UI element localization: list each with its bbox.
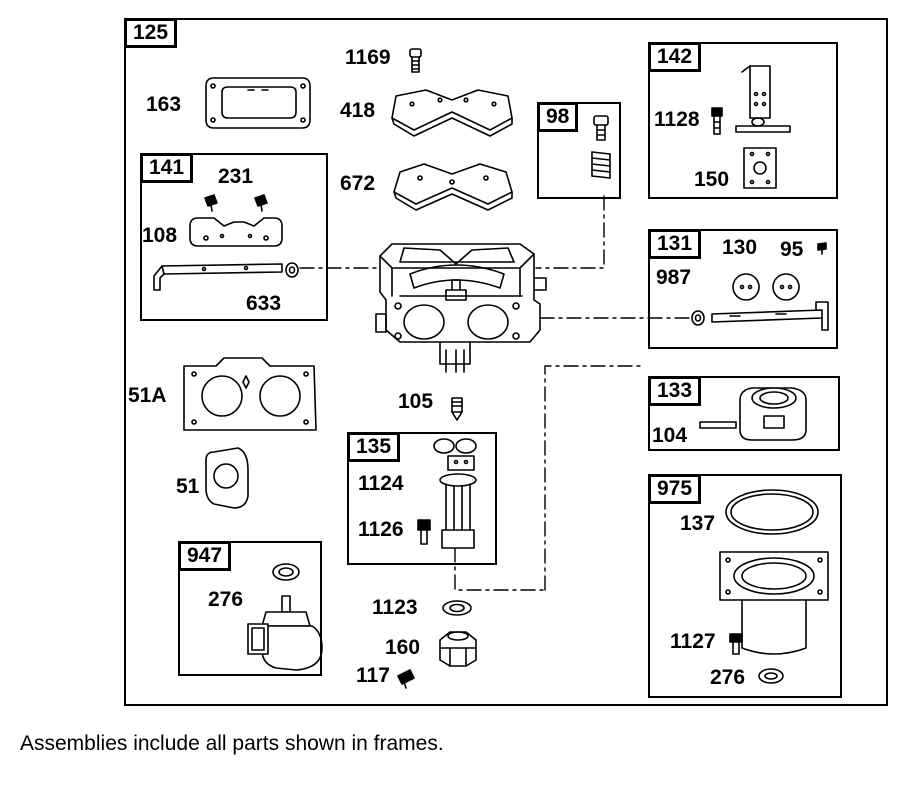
frame-141-number: 141 xyxy=(140,153,194,183)
float-1124-icon xyxy=(433,438,477,471)
part-label-1123: 1123 xyxy=(372,596,418,619)
part-label-1124: 1124 xyxy=(358,472,404,495)
part-label-51: 51 xyxy=(176,475,200,498)
needle-105-icon xyxy=(451,397,463,421)
plate-108-icon xyxy=(189,217,283,247)
carburetor-body-icon xyxy=(375,243,547,373)
frame-133-number: 133 xyxy=(648,376,702,406)
part-label-95: 95 xyxy=(780,238,804,261)
bowl-nut-160-icon xyxy=(439,631,477,667)
shaft-141-icon xyxy=(153,263,283,291)
frame-125-number: 125 xyxy=(124,18,178,48)
part-label-137: 137 xyxy=(680,512,716,535)
part-label-160: 160 xyxy=(385,636,421,659)
leader-lines xyxy=(299,195,691,591)
screw-1169-icon xyxy=(409,48,422,73)
screw-1127-icon xyxy=(729,633,743,655)
part-label-276-solenoid: 276 xyxy=(208,588,244,611)
washer-1123-icon xyxy=(442,600,472,616)
part-label-130: 130 xyxy=(722,236,758,259)
frame-131-number: 131 xyxy=(648,229,702,259)
leader-135 xyxy=(454,547,546,591)
frame-125: 125 xyxy=(124,18,888,706)
bracket-142-icon xyxy=(735,65,791,133)
frame-975-number: 975 xyxy=(648,474,702,504)
frame-141: 141 xyxy=(140,153,328,321)
gasket-ring-137-icon xyxy=(725,489,819,535)
screw-1126-icon xyxy=(417,519,431,545)
plate-418-icon xyxy=(391,89,513,137)
screw-1128-icon xyxy=(711,107,723,135)
choke-housing-133-icon xyxy=(739,387,807,441)
screw-117-icon xyxy=(397,669,415,689)
screws-231-icon xyxy=(204,194,268,212)
washer-276-icon xyxy=(272,563,300,581)
frame-142-number: 142 xyxy=(648,42,702,72)
part-label-418: 418 xyxy=(340,99,376,122)
part-label-150: 150 xyxy=(694,168,730,191)
gasket-51A-icon xyxy=(183,357,317,431)
part-label-276-air-horn: 276 xyxy=(710,666,746,689)
frame-975: 975 xyxy=(648,474,842,698)
frame-98: 98 xyxy=(537,102,621,199)
part-label-1126: 1126 xyxy=(358,518,404,541)
part-label-633: 633 xyxy=(246,292,282,315)
frame-135-number: 135 xyxy=(347,432,401,462)
frame-947-number: 947 xyxy=(178,541,232,571)
throttle-plates-130-icon xyxy=(732,273,800,301)
plate-150-icon xyxy=(743,147,777,189)
gasket-163-icon xyxy=(205,77,311,129)
part-label-1128: 1128 xyxy=(654,108,700,131)
emulsion-tube-135-icon xyxy=(439,473,477,549)
gasket-51-icon xyxy=(205,447,249,509)
screw-95-icon xyxy=(817,242,827,255)
part-label-672: 672 xyxy=(340,172,376,195)
part-label-108: 108 xyxy=(142,224,178,247)
part-label-1169: 1169 xyxy=(345,46,391,69)
throttle-shaft-131-icon xyxy=(711,301,829,331)
gasket-672-icon xyxy=(393,163,513,211)
washer-987-icon xyxy=(691,310,705,326)
frame-98-number: 98 xyxy=(537,102,579,132)
part-label-104: 104 xyxy=(652,424,688,447)
leader-98 xyxy=(535,195,605,269)
frame-133: 133 xyxy=(648,376,840,451)
frame-142: 142 xyxy=(648,42,838,199)
screw-spring-98-icon xyxy=(591,115,611,179)
part-label-163: 163 xyxy=(146,93,182,116)
part-label-231: 231 xyxy=(218,165,254,188)
part-label-51A: 51A xyxy=(128,384,167,407)
assemblies-note: Assemblies include all parts shown in fr… xyxy=(20,732,444,755)
part-label-117: 117 xyxy=(356,664,390,687)
solenoid-947-icon xyxy=(247,595,323,671)
part-label-1127: 1127 xyxy=(670,630,716,653)
frame-131: 131 xyxy=(648,229,838,349)
part-label-105: 105 xyxy=(398,390,434,413)
frame-135: 135 xyxy=(347,432,497,565)
frame-947: 947 xyxy=(178,541,322,676)
air-horn-975-icon xyxy=(719,551,829,655)
washer-633-icon xyxy=(285,262,299,278)
part-label-987: 987 xyxy=(656,266,692,289)
pin-104-icon xyxy=(699,421,737,429)
washer-276-icon xyxy=(758,668,784,684)
leader-133 xyxy=(544,365,641,591)
